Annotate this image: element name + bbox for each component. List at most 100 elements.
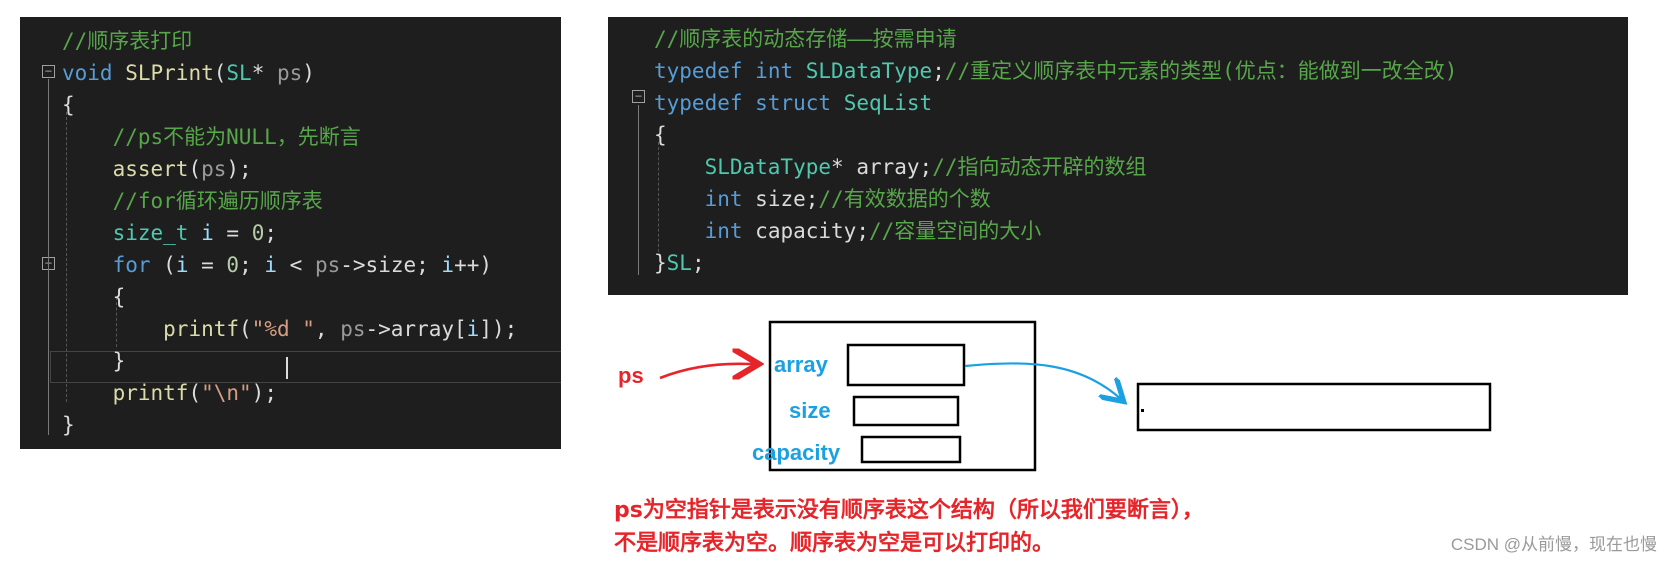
fold-toggle-icon[interactable]: −: [632, 90, 645, 103]
code-line: //ps不能为NULL，先断言: [62, 121, 561, 153]
code-token: SLPrint: [125, 61, 214, 85]
code-token: <: [277, 253, 315, 277]
indent-guide: [658, 142, 659, 252]
code-token: }: [654, 251, 667, 275]
size-box: [852, 395, 960, 427]
code-line: SLDataType* array;//指向动态开辟的数组: [654, 151, 1628, 183]
code-token: *: [831, 155, 857, 179]
code-token: [654, 187, 705, 211]
code-token: //有效数据的个数: [818, 187, 991, 211]
code-token: ->: [340, 253, 366, 277]
code-token: [743, 219, 756, 243]
size-label: size: [789, 398, 831, 423]
code-token: //顺序表打印: [62, 29, 193, 53]
code-line: typedef struct SeqList: [654, 87, 1628, 119]
array-pointer-arrow: [964, 362, 1122, 400]
code-token: capacity: [755, 219, 857, 243]
code-line: assert(ps);: [62, 153, 561, 185]
code-token: size: [365, 253, 417, 277]
code-token: int: [755, 59, 794, 83]
code-token: ;: [416, 253, 442, 277]
code-token: "\n": [201, 381, 252, 405]
code-token: );: [251, 381, 277, 405]
code-token: [743, 59, 756, 83]
code-token: ;: [805, 187, 819, 211]
code-token: 0: [251, 221, 265, 245]
code-token: [62, 253, 113, 277]
code-line: {: [654, 119, 1628, 151]
code-line: for (i = 0; i < ps->size; i++): [62, 249, 561, 281]
fold-toggle-icon[interactable]: −: [42, 65, 55, 78]
code-token: //指向动态开辟的数组: [932, 155, 1147, 179]
caption-line-1: ps为空指针是表示没有顺序表这个结构（所以我们要断言），: [614, 498, 1204, 523]
code-token: [654, 219, 705, 243]
code-token: SL: [226, 61, 252, 85]
capacity-label: capacity: [752, 440, 841, 465]
code-token: {: [654, 123, 667, 147]
code-line: //顺序表的动态存储——按需申请: [654, 23, 1628, 55]
code-line: int capacity;//容量空间的大小: [654, 215, 1628, 247]
code-line: void SLPrint(SL* ps): [62, 57, 561, 89]
code-token: array: [390, 317, 454, 341]
outline-guide: [638, 105, 639, 275]
code-line: //for循环遍历顺序表: [62, 185, 561, 217]
watermark: CSDN @从前慢，现在也慢: [1450, 535, 1657, 554]
code-line: {: [62, 281, 561, 313]
dynamic-array-box: [1136, 382, 1492, 432]
ps-arrow: [659, 364, 756, 378]
code-token: ): [302, 61, 315, 85]
code-token: ,: [314, 317, 341, 341]
caption-line-2: 不是顺序表为空。顺序表为空是可以打印的。: [614, 531, 1055, 556]
code-line: }SL;: [654, 247, 1628, 279]
code-token: (: [213, 61, 227, 85]
code-token: [188, 221, 201, 245]
code-token: }: [62, 349, 126, 373]
code-token: i: [175, 253, 189, 277]
indent-guide: [66, 112, 67, 402]
current-line-highlight: [50, 351, 561, 383]
code-token: ]);: [479, 317, 518, 341]
code-token: i: [264, 253, 278, 277]
code-token: [831, 91, 844, 115]
code-token: *: [251, 61, 277, 85]
text-cursor: [286, 357, 288, 379]
code-token: printf: [112, 381, 189, 405]
code-token: ;: [691, 251, 705, 275]
code-token: [62, 189, 113, 213]
code-token: [62, 157, 113, 181]
code-line: int size;//有效数据的个数: [654, 183, 1628, 215]
code-line: size_t i = 0;: [62, 217, 561, 249]
code-token: ->: [365, 317, 391, 341]
code-token: //ps不能为NULL，先断言: [112, 125, 361, 149]
code-token: [654, 155, 705, 179]
code-token: [793, 59, 806, 83]
code-token: SLDataType: [704, 155, 832, 179]
code-token: i: [466, 317, 480, 341]
code-token: ps: [340, 317, 366, 341]
code-token: {: [62, 93, 75, 117]
code-token: array: [856, 155, 920, 179]
code-token: size: [755, 187, 806, 211]
code-token: typedef: [654, 91, 743, 115]
code-token: =: [213, 221, 252, 245]
code-token: typedef: [654, 59, 743, 83]
capacity-box: [860, 435, 962, 464]
code-token: ps: [277, 61, 303, 85]
code-token: int: [704, 187, 743, 211]
code-token: //重定义顺序表中元素的类型(优点：能做到一改全改): [944, 59, 1458, 83]
ps-label: ps: [618, 363, 644, 388]
code-token: (: [188, 381, 202, 405]
code-token: struct: [755, 91, 832, 115]
code-token: (: [239, 317, 252, 341]
code-token: [743, 187, 756, 211]
code-token: );: [226, 157, 252, 181]
code-token: ;: [239, 253, 265, 277]
code-token: [62, 317, 163, 341]
code-token: ;: [856, 219, 869, 243]
code-token: ++): [454, 253, 493, 277]
code-token: [62, 221, 113, 245]
code-token: "%d ": [251, 317, 315, 341]
code-token: [62, 381, 113, 405]
outline-guide: [48, 79, 49, 435]
code-line: }: [62, 409, 561, 441]
